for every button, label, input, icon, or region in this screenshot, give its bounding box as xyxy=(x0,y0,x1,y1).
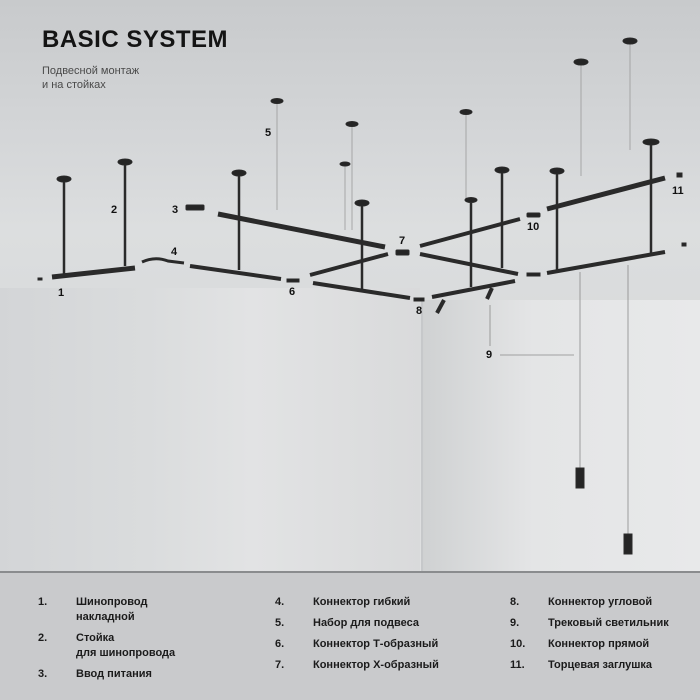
legend-column-3: 8. Коннектор угловой 9. Трековый светильни… xyxy=(510,595,669,679)
legend: 1. Шинопровод накладной 2. Стойка для шино… xyxy=(0,573,700,700)
legend-item: 10. Коннектор прямой xyxy=(510,637,669,652)
legend-item: 11. Торцевая заглушка xyxy=(510,658,669,673)
callout-10: 10 xyxy=(527,221,540,233)
legend-label: Ввод питания xyxy=(76,668,152,680)
callout-3: 3 xyxy=(172,204,179,216)
illustration-scene: BASIC SYSTEM Подвесной монтаж и на стойк… xyxy=(0,0,700,571)
page-title: BASIC SYSTEM xyxy=(42,26,229,53)
right-wall xyxy=(422,300,700,571)
straight-connector xyxy=(526,212,541,218)
legend-label: Набор для подвеса xyxy=(313,617,419,629)
legend-item: 5. Набор для подвеса xyxy=(275,616,439,631)
callout-7: 7 xyxy=(399,235,406,247)
left-wall xyxy=(0,288,420,571)
legend-label: Шинопровод накладной xyxy=(76,596,148,623)
legend-number: 8. xyxy=(510,596,520,608)
legend-number: 11. xyxy=(510,659,525,671)
legend-item: 4. Коннектор гибкий xyxy=(275,595,439,610)
t-connector xyxy=(286,278,300,283)
straight-connector xyxy=(526,272,541,277)
spot-light xyxy=(485,287,494,300)
legend-item: 6. Коннектор Т-образный xyxy=(275,637,439,652)
legend-number: 9. xyxy=(510,617,520,629)
legend-number: 4. xyxy=(275,596,285,608)
legend-item: 8. Коннектор угловой xyxy=(510,595,669,610)
end-cap xyxy=(676,172,683,178)
spot-light xyxy=(435,299,446,314)
callout-2: 2 xyxy=(111,204,118,216)
legend-item: 9. Трековый светильник xyxy=(510,616,669,631)
legend-number: 10. xyxy=(510,638,526,650)
surface-track-1 xyxy=(37,158,136,281)
legend-item: 7. Коннектор Х-образный xyxy=(275,658,439,673)
pendant-light xyxy=(575,467,585,489)
section-divider xyxy=(0,571,700,573)
legend-label: Коннектор Х-образный xyxy=(313,659,439,671)
legend-label: Коннектор прямой xyxy=(548,638,650,650)
legend-column-2: 4. Коннектор гибкий 5. Набор для подвеса 6… xyxy=(275,595,439,679)
legend-label: Коннектор Т-образный xyxy=(313,638,439,650)
x-connector xyxy=(395,249,410,256)
callout-9: 9 xyxy=(486,349,493,361)
legend-number: 5. xyxy=(275,617,285,629)
legend-number: 7. xyxy=(275,659,285,671)
flex-connector xyxy=(141,257,185,265)
legend-item: 2. Стойка для шинопровода xyxy=(38,631,175,661)
track-system-drawing xyxy=(37,37,687,555)
legend-label: Стойка для шинопровода xyxy=(76,632,176,659)
legend-label: Торцевая заглушка xyxy=(548,659,653,671)
legend-number: 2. xyxy=(38,632,48,644)
page-subtitle: Подвесной монтаж и на стойках xyxy=(42,65,140,91)
legend-label: Коннектор гибкий xyxy=(313,596,411,608)
callout-5: 5 xyxy=(265,127,272,139)
legend-column-1: 1. Шинопровод накладной 2. Стойка для шино… xyxy=(38,595,175,688)
callout-11: 11 xyxy=(672,185,684,197)
legend-number: 1. xyxy=(38,596,48,608)
end-cap xyxy=(681,242,687,247)
power-feed xyxy=(185,204,205,211)
callout-8: 8 xyxy=(416,305,423,317)
callout-6: 6 xyxy=(289,286,296,298)
legend-item: 1. Шинопровод накладной xyxy=(38,595,175,625)
legend-label: Трековый светильник xyxy=(548,617,669,629)
callout-1: 1 xyxy=(58,287,65,299)
callout-4: 4 xyxy=(171,246,178,258)
legend-number: 6. xyxy=(275,638,285,650)
wall-corner xyxy=(421,300,423,571)
legend-label: Коннектор угловой xyxy=(548,596,653,608)
legend-item: 3. Ввод питания xyxy=(38,667,175,682)
pendant-light xyxy=(623,533,633,555)
legend-number: 3. xyxy=(38,668,48,680)
corner-connector xyxy=(413,297,425,302)
